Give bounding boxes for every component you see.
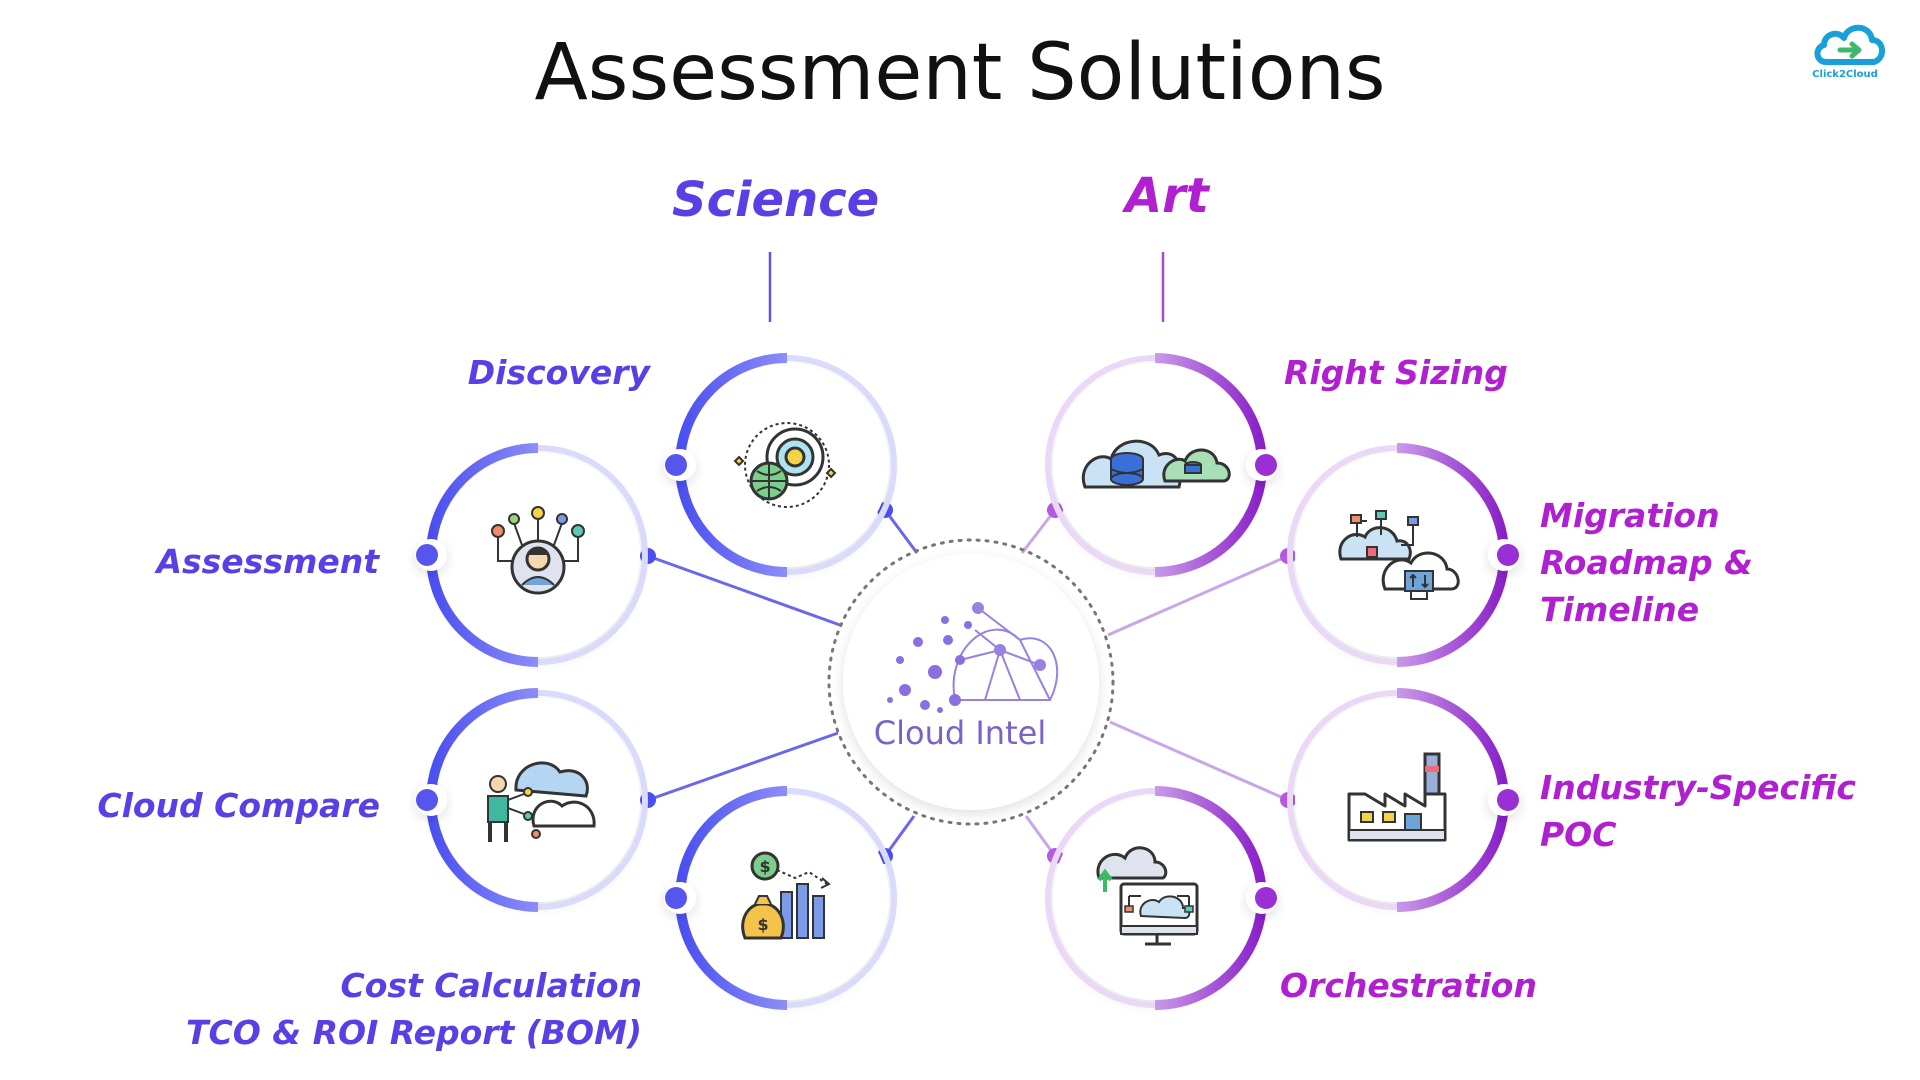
label-line: Migration <box>1540 496 1720 535</box>
connector-right-sizing <box>1020 509 1057 554</box>
label-line: Timeline <box>1540 590 1700 629</box>
label-right-sizing: Right Sizing <box>1284 349 1508 396</box>
label-industry-poc: Industry-Specific POC <box>1540 764 1856 858</box>
label-line: Right Sizing <box>1284 353 1508 392</box>
cloud-migration-icon <box>1338 510 1460 600</box>
label-orchestration: Orchestration <box>1280 962 1537 1009</box>
label-line: Orchestration <box>1280 966 1537 1005</box>
connector-migration <box>1107 554 1289 637</box>
cloud-intel-hub <box>827 538 1115 826</box>
connector-cost-calculation <box>883 815 916 857</box>
svg-text:$: $ <box>757 915 768 934</box>
label-line: Cloud Compare <box>97 786 380 825</box>
connector-industry-poc <box>1109 720 1289 802</box>
particle-dots <box>887 616 972 713</box>
cloud-database-icon <box>1081 439 1231 489</box>
label-line: Roadmap & <box>1540 543 1753 582</box>
label-line: Assessment <box>156 542 379 581</box>
connector-discovery <box>883 509 919 554</box>
connector-cloud-compare <box>647 731 839 802</box>
click2cloud-logo-icon <box>1814 24 1885 65</box>
target-globe-icon <box>733 422 837 508</box>
label-line: POC <box>1540 815 1617 854</box>
connectors <box>647 509 1289 857</box>
factory-icon <box>1347 752 1447 842</box>
label-cloud-compare: Cloud Compare <box>97 782 380 829</box>
art-heading: Art <box>1125 168 1209 224</box>
label-discovery: Discovery <box>468 349 650 396</box>
label-assessment: Assessment <box>156 538 379 585</box>
label-line: TCO & ROI Report (BOM) <box>186 1013 642 1052</box>
money-chart-icon: $ $ <box>741 851 831 940</box>
logo-wordmark: Click2Cloud <box>1812 69 1878 80</box>
cloud-monitor-icon <box>1096 846 1199 946</box>
label-line: Cost Calculation <box>340 966 642 1005</box>
person-clouds-icon <box>487 761 596 842</box>
connector-assessment <box>647 554 841 627</box>
svg-text:$: $ <box>759 857 770 876</box>
label-migration-roadmap: Migration Roadmap & Timeline <box>1540 492 1753 633</box>
page-title: Assessment Solutions <box>534 28 1386 118</box>
label-cost-calculation: Cost Calculation TCO & ROI Report (BOM) <box>186 962 642 1056</box>
label-line: Industry-Specific <box>1540 768 1856 807</box>
ring-cost-calculation <box>664 786 897 1010</box>
user-network-icon <box>491 506 585 595</box>
science-heading: Science <box>672 172 880 228</box>
label-line: Discovery <box>467 353 650 392</box>
cloud-intel-label: Cloud Intel <box>873 714 1047 752</box>
ring-cloud-compare <box>415 688 648 912</box>
connector-orchestration <box>1024 815 1057 857</box>
